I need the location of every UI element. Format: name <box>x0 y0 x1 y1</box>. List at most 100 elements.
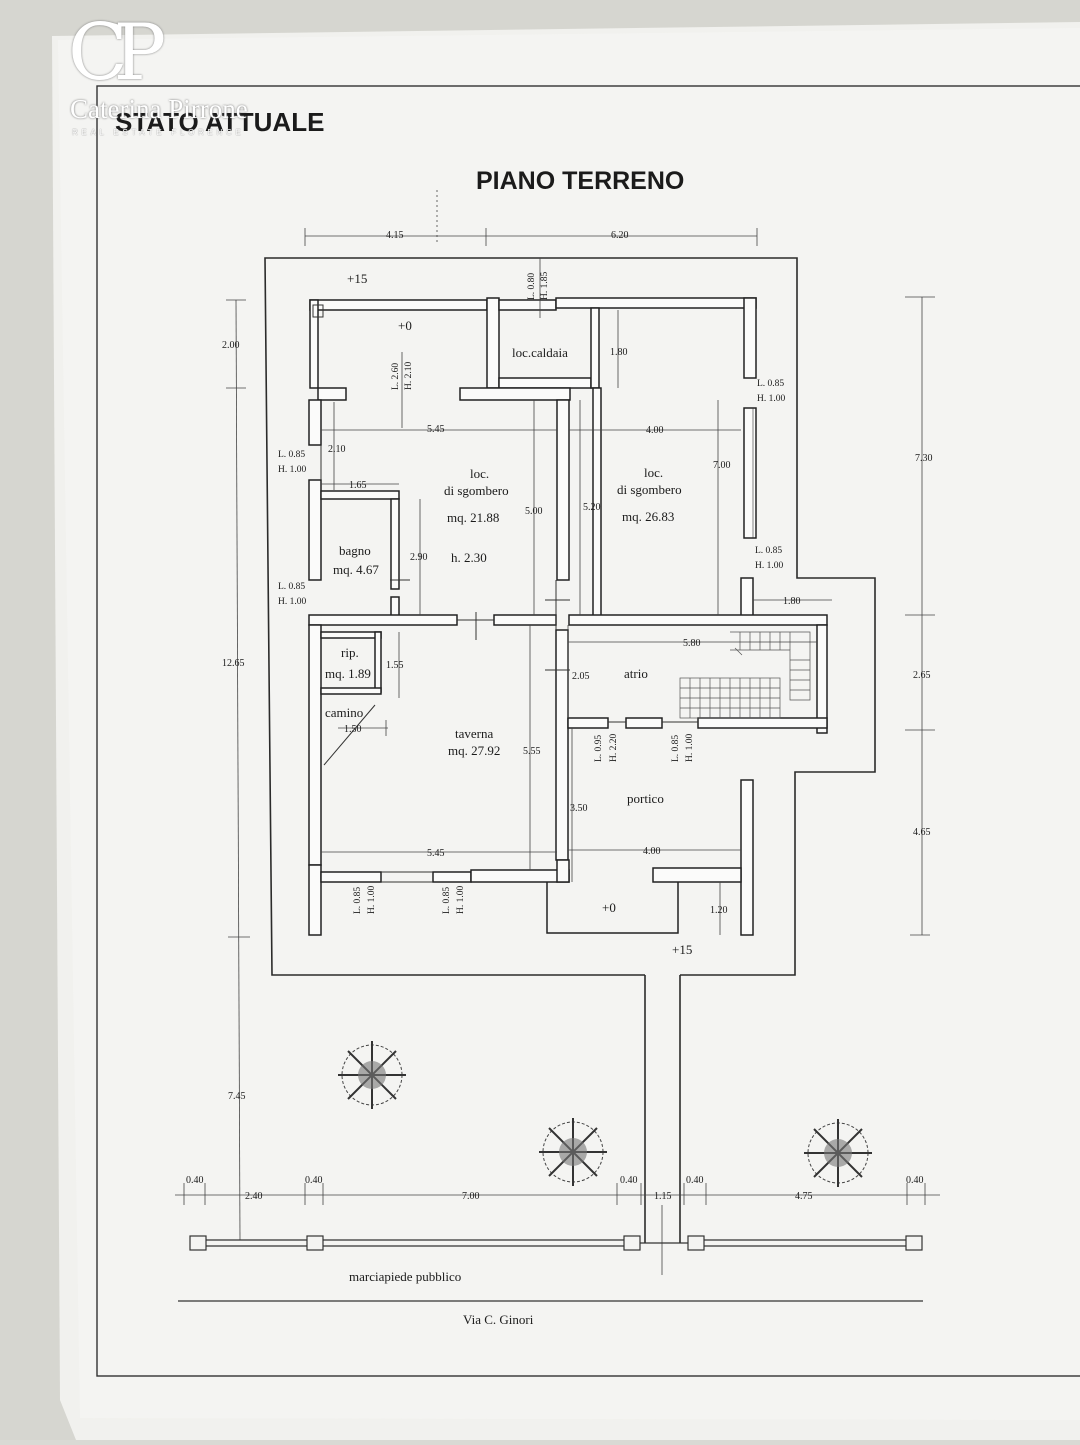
tree-icon <box>338 1041 406 1109</box>
dim-150: 1.50 <box>344 724 362 735</box>
room-sgombero-right-area: mq. 26.83 <box>622 509 674 524</box>
win-right2-l: L. 0.85 <box>755 546 782 556</box>
room-bagno-area: mq. 4.67 <box>333 562 379 577</box>
dim-front-040-e: 0.40 <box>906 1175 924 1186</box>
win-bot2-l: L. 0.85 <box>442 887 452 914</box>
win-left2-l: L. 0.85 <box>278 582 305 592</box>
stairs <box>679 631 811 719</box>
dim-520: 5.20 <box>583 502 601 513</box>
street-name: Via C. Ginori <box>463 1312 534 1327</box>
dim-front-240: 2.40 <box>245 1191 263 1202</box>
dim-350: 3.50 <box>570 803 588 814</box>
dim-545-bot: 5.45 <box>427 848 445 859</box>
status-heading: STATO ATTUALE <box>115 107 324 137</box>
dim-165: 1.65 <box>349 480 367 491</box>
door-portico-l: L. 0.95 <box>594 735 604 762</box>
dim-front-475: 4.75 <box>795 1191 813 1202</box>
room-sgombero-left-l2: di sgombero <box>444 483 509 498</box>
win-portico-h: H. 1.00 <box>685 734 695 762</box>
level-top-left: +15 <box>347 271 367 286</box>
dim-left-b: 12.65 <box>222 658 245 669</box>
win-bot1-l: L. 0.85 <box>353 887 363 914</box>
dim-180-side: 1.80 <box>783 596 801 607</box>
room-atrio: atrio <box>624 666 648 681</box>
room-portico: portico <box>627 791 664 806</box>
dim-front-040-c: 0.40 <box>620 1175 638 1186</box>
opening-labels: L. 0.85 H. 1.00 L. 0.85 H. 1.00 L. 0.85 … <box>278 379 785 607</box>
dim-right-c: 4.65 <box>913 827 931 838</box>
dim-205: 2.05 <box>572 671 590 682</box>
room-sgombero-right-l1: loc. <box>644 465 663 480</box>
win-bot2-h: H. 1.00 <box>456 886 466 914</box>
room-taverna: taverna <box>455 726 493 741</box>
dim-left-a: 2.00 <box>222 340 240 351</box>
dim-front-040-a: 0.40 <box>186 1175 204 1186</box>
opening-labels-vertical: L. 0.80 H. 1.85 L. 2.60 H. 2.10 L. 0.95 … <box>353 272 695 914</box>
level-bottom: +15 <box>672 942 692 957</box>
dim-right-b: 2.65 <box>913 670 931 681</box>
room-rip-area: mq. 1.89 <box>325 666 371 681</box>
sidewalk-label: marciapiede pubblico <box>349 1269 461 1284</box>
room-sgombero-left-area: mq. 21.88 <box>447 510 499 525</box>
dim-290: 2.90 <box>410 552 428 563</box>
room-sgombero-left-l1: loc. <box>470 466 489 481</box>
dim-400-bot: 4.00 <box>643 846 661 857</box>
logo-tagline: REAL ESTATE FLORENCE <box>72 128 245 137</box>
tree-icon <box>804 1119 872 1187</box>
room-rip: rip. <box>341 645 359 660</box>
win-left2-h: H. 1.00 <box>278 597 306 607</box>
level-court: +0 <box>398 318 412 333</box>
dim-555: 5.55 <box>523 746 541 757</box>
lot-boundary <box>264 257 876 1243</box>
dim-210: 2.10 <box>328 444 346 455</box>
room-sgombero-right-l2: di sgombero <box>617 482 682 497</box>
dim-500: 5.00 <box>525 506 543 517</box>
dim-top-a: 4.15 <box>386 230 404 241</box>
dim-545-top: 5.45 <box>427 424 445 435</box>
dim-120: 1.20 <box>710 905 728 916</box>
door-court-l: L. 2.60 <box>391 363 401 390</box>
room-sgombero-left-height: h. 2.30 <box>451 550 487 565</box>
room-camino: camino <box>325 705 363 720</box>
dim-left-c: 7.45 <box>228 1091 246 1102</box>
logo-name: Caterina Pirrone <box>70 94 248 124</box>
door-top-l: L. 0.80 <box>527 273 537 300</box>
dim-180-top: 1.80 <box>610 347 628 358</box>
dim-400-top: 4.00 <box>646 425 664 436</box>
door-portico-h: H. 2.20 <box>609 734 619 762</box>
win-right1-l: L. 0.85 <box>757 379 784 389</box>
dimension-labels: 4.15 6.20 2.00 12.65 7.45 7.30 2.65 4.65… <box>186 230 933 1202</box>
page-frame <box>96 85 1080 1377</box>
tree-icon <box>539 1118 607 1186</box>
room-bagno: bagno <box>339 543 371 558</box>
room-taverna-area: mq. 27.92 <box>448 743 500 758</box>
floor-heading: PIANO TERRENO <box>476 167 684 195</box>
fence <box>178 1235 923 1302</box>
dim-right-a: 7.30 <box>915 453 933 464</box>
logo-monogram: CP <box>68 8 166 98</box>
win-bot1-h: H. 1.00 <box>367 886 377 914</box>
room-caldaia: loc.caldaia <box>512 345 568 360</box>
win-right1-h: H. 1.00 <box>757 394 785 404</box>
dim-580: 5.80 <box>683 638 701 649</box>
win-left1-h: H. 1.00 <box>278 465 306 475</box>
agency-logo: CP Caterina Pirrone REAL ESTATE FLORENCE <box>68 8 298 137</box>
dim-front-040-d: 0.40 <box>686 1175 704 1186</box>
dim-top-b: 6.20 <box>611 230 629 241</box>
dim-700: 7.00 <box>713 460 731 471</box>
dim-front-115: 1.15 <box>654 1191 672 1202</box>
level-porch: +0 <box>602 900 616 915</box>
win-right2-h: H. 1.00 <box>755 561 783 571</box>
building-walls <box>308 297 828 936</box>
dim-155: 1.55 <box>386 660 404 671</box>
win-left1-l: L. 0.85 <box>278 450 305 460</box>
door-court-h: H. 2.10 <box>404 362 414 390</box>
dim-front-040-b: 0.40 <box>305 1175 323 1186</box>
dim-front-700: 7.00 <box>462 1191 480 1202</box>
win-portico-l: L. 0.85 <box>671 735 681 762</box>
dimension-lines <box>175 190 940 1275</box>
openings-marks <box>312 304 754 883</box>
door-top-h: H. 1.85 <box>540 272 550 300</box>
